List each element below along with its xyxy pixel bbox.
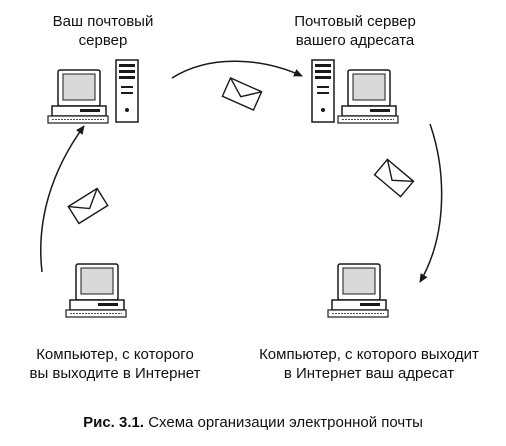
recipient-computer <box>327 263 389 318</box>
figure-number: Рис. 3.1. <box>83 414 145 431</box>
label-line: вы выходите в Интернет <box>29 365 201 382</box>
server-tower-icon <box>311 59 335 123</box>
label-line: Компьютер, с которого выходит <box>259 346 479 363</box>
figure-caption: Рис. 3.1. Схема организации электронной … <box>0 414 506 431</box>
computer-icon <box>47 69 109 124</box>
arrow-to-your-server <box>40 125 85 273</box>
recipient-server-station <box>311 59 399 124</box>
label-line: в Интернет ваш адресат <box>283 365 455 382</box>
your-computer <box>65 263 127 318</box>
envelope-icon <box>373 158 415 198</box>
caption-text: Схема организации электронной почты <box>144 414 423 431</box>
recipient-server-label: Почтовый сервер вашего адресата <box>270 12 440 50</box>
envelope-icon <box>221 77 263 111</box>
label-line: Ваш почтовый <box>52 13 154 30</box>
arrow-to-recipient-server <box>171 60 303 79</box>
computer-icon <box>65 263 127 318</box>
envelope-icon <box>67 187 109 225</box>
recipient-computer-label: Компьютер, с которого выходит в Интернет… <box>232 345 506 383</box>
label-line: сервер <box>78 32 128 49</box>
label-line: вашего адресата <box>295 32 415 49</box>
server-tower-icon <box>115 59 139 123</box>
your-computer-label: Компьютер, с которого вы выходите в Инте… <box>0 345 230 383</box>
your-server-station <box>47 59 139 124</box>
arrow-to-recipient-computer <box>419 123 443 283</box>
your-server-label: Ваш почтовый сервер <box>28 12 178 50</box>
label-line: Компьютер, с которого <box>36 346 194 363</box>
label-line: Почтовый сервер <box>294 13 416 30</box>
computer-icon <box>327 263 389 318</box>
computer-icon <box>337 69 399 124</box>
